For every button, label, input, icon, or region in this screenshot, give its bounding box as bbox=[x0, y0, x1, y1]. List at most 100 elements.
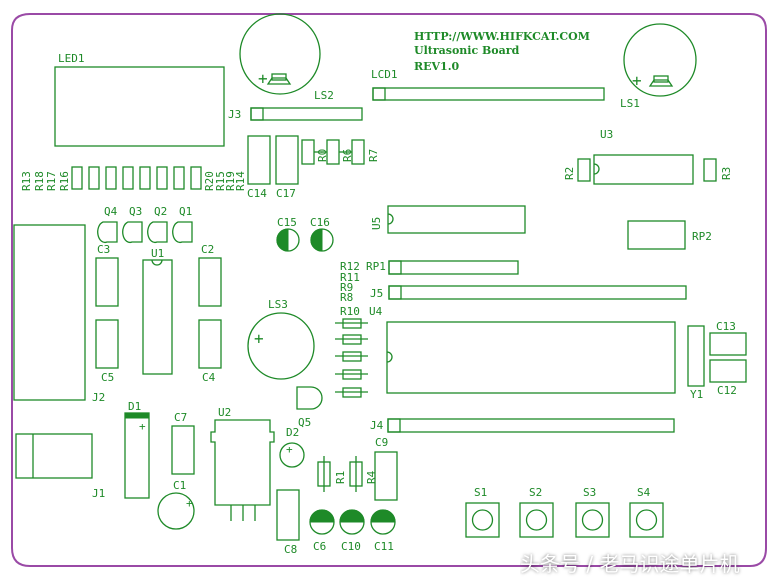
c1-capacitor bbox=[157, 492, 195, 530]
resistor-stack bbox=[335, 318, 368, 398]
u4-ic bbox=[386, 321, 676, 394]
r3-resistor bbox=[703, 158, 717, 182]
label-u2: U2 bbox=[218, 406, 231, 419]
c4-capacitor bbox=[198, 319, 222, 369]
label-led1: LED1 bbox=[58, 52, 85, 65]
resistor-row bbox=[71, 166, 202, 190]
label-u5: U5 bbox=[370, 217, 383, 230]
d1-diode bbox=[124, 412, 150, 499]
board-url: HTTP://WWW.HIFKCAT.COM bbox=[414, 30, 590, 43]
j2-connector bbox=[13, 224, 86, 401]
label-ls3: LS3 bbox=[268, 298, 288, 311]
label-s4: S4 bbox=[637, 486, 651, 499]
j1-power-jack bbox=[15, 433, 93, 479]
label-q2: Q2 bbox=[154, 205, 167, 218]
label-c17: C17 bbox=[276, 187, 296, 200]
r0-resistor bbox=[301, 139, 315, 165]
s4-switch bbox=[629, 502, 664, 538]
label-q1: Q1 bbox=[179, 205, 192, 218]
ls3-plus: + bbox=[254, 329, 264, 348]
label-c16: C16 bbox=[310, 216, 330, 229]
label-c4: C4 bbox=[202, 371, 216, 384]
label-r0: R0 bbox=[316, 149, 329, 162]
label-c3: C3 bbox=[97, 243, 110, 256]
label-rp1: RP1 bbox=[366, 260, 386, 273]
label-u1: U1 bbox=[151, 247, 164, 260]
label-ls2: LS2 bbox=[314, 89, 334, 102]
label-r4: R4 bbox=[365, 470, 378, 484]
ls2-buzzer bbox=[239, 13, 321, 95]
d1-diode-band bbox=[124, 412, 150, 419]
label-c10: C10 bbox=[341, 540, 361, 553]
label-q4: Q4 bbox=[104, 205, 118, 218]
label-j1: J1 bbox=[92, 487, 105, 500]
label-ls1: LS1 bbox=[620, 97, 640, 110]
label-d2: D2 bbox=[286, 426, 299, 439]
label-c13: C13 bbox=[716, 320, 736, 333]
ls1-speaker-icon bbox=[653, 75, 669, 83]
label-r10: R10 bbox=[340, 305, 360, 318]
u3-ic bbox=[593, 154, 694, 185]
label-u4: U4 bbox=[369, 305, 383, 318]
label-r7: R7 bbox=[367, 149, 380, 162]
label-s1: S1 bbox=[474, 486, 487, 499]
label-rp2: RP2 bbox=[692, 230, 712, 243]
board-revision: REV1.0 bbox=[414, 60, 460, 73]
c13-capacitor bbox=[709, 332, 747, 356]
label-q3: Q3 bbox=[129, 205, 142, 218]
label-c8: C8 bbox=[284, 543, 297, 556]
label-c15: C15 bbox=[277, 216, 297, 229]
label-j5: J5 bbox=[370, 287, 383, 300]
label-c2: C2 bbox=[201, 243, 214, 256]
label-r17: R17 bbox=[45, 171, 58, 191]
c9-capacitor bbox=[374, 451, 398, 501]
u2-regulator bbox=[210, 419, 275, 506]
label-r1: R1 bbox=[334, 471, 347, 484]
c3-capacitor bbox=[95, 257, 119, 307]
label-c7: C7 bbox=[174, 411, 187, 424]
r2-resistor bbox=[577, 158, 591, 182]
ls2-speaker-icon bbox=[271, 73, 287, 81]
c2-capacitor bbox=[198, 257, 222, 307]
label-c6: C6 bbox=[313, 540, 326, 553]
label-r6: R6 bbox=[341, 149, 354, 162]
label-c9: C9 bbox=[375, 436, 388, 449]
ls1-plus: + bbox=[632, 71, 642, 90]
ls1-buzzer bbox=[623, 23, 697, 97]
rp2-resistor-pack bbox=[627, 220, 686, 250]
label-r9: R9 bbox=[340, 281, 353, 294]
j5-header bbox=[388, 285, 687, 300]
j3-header bbox=[250, 107, 363, 121]
label-r3: R3 bbox=[720, 167, 733, 180]
c17-capacitor bbox=[275, 135, 299, 185]
svg-text:+: + bbox=[286, 443, 293, 456]
label-r11: R11 bbox=[340, 271, 360, 284]
led1-display bbox=[54, 66, 225, 147]
c12-capacitor bbox=[709, 359, 747, 383]
ls3-buzzer bbox=[247, 312, 315, 380]
rp1-resistor-pack bbox=[388, 260, 519, 275]
svg-text:+: + bbox=[139, 420, 146, 433]
board-outline bbox=[11, 13, 767, 567]
label-c11: C11 bbox=[374, 540, 394, 553]
lcd1-header bbox=[372, 87, 605, 101]
label-s3: S3 bbox=[583, 486, 596, 499]
label-d1: D1 bbox=[128, 400, 141, 413]
label-c14: C14 bbox=[247, 187, 267, 200]
transistor-row bbox=[97, 221, 193, 244]
label-r8: R8 bbox=[340, 291, 353, 304]
label-s2: S2 bbox=[529, 486, 542, 499]
label-u3: U3 bbox=[600, 128, 613, 141]
label-q5: Q5 bbox=[298, 416, 311, 429]
label-y1: Y1 bbox=[690, 388, 703, 401]
u5-ic bbox=[387, 205, 526, 234]
label-r15: R15 bbox=[214, 171, 227, 191]
label-r18: R18 bbox=[33, 171, 46, 191]
u1-ic bbox=[142, 259, 173, 375]
q5-transistor bbox=[296, 386, 323, 410]
y1-crystal bbox=[687, 325, 705, 387]
label-j2: J2 bbox=[92, 391, 105, 404]
d2-led bbox=[279, 442, 305, 468]
label-r20: R20 bbox=[203, 171, 216, 191]
label-r14: R14 bbox=[234, 171, 247, 191]
